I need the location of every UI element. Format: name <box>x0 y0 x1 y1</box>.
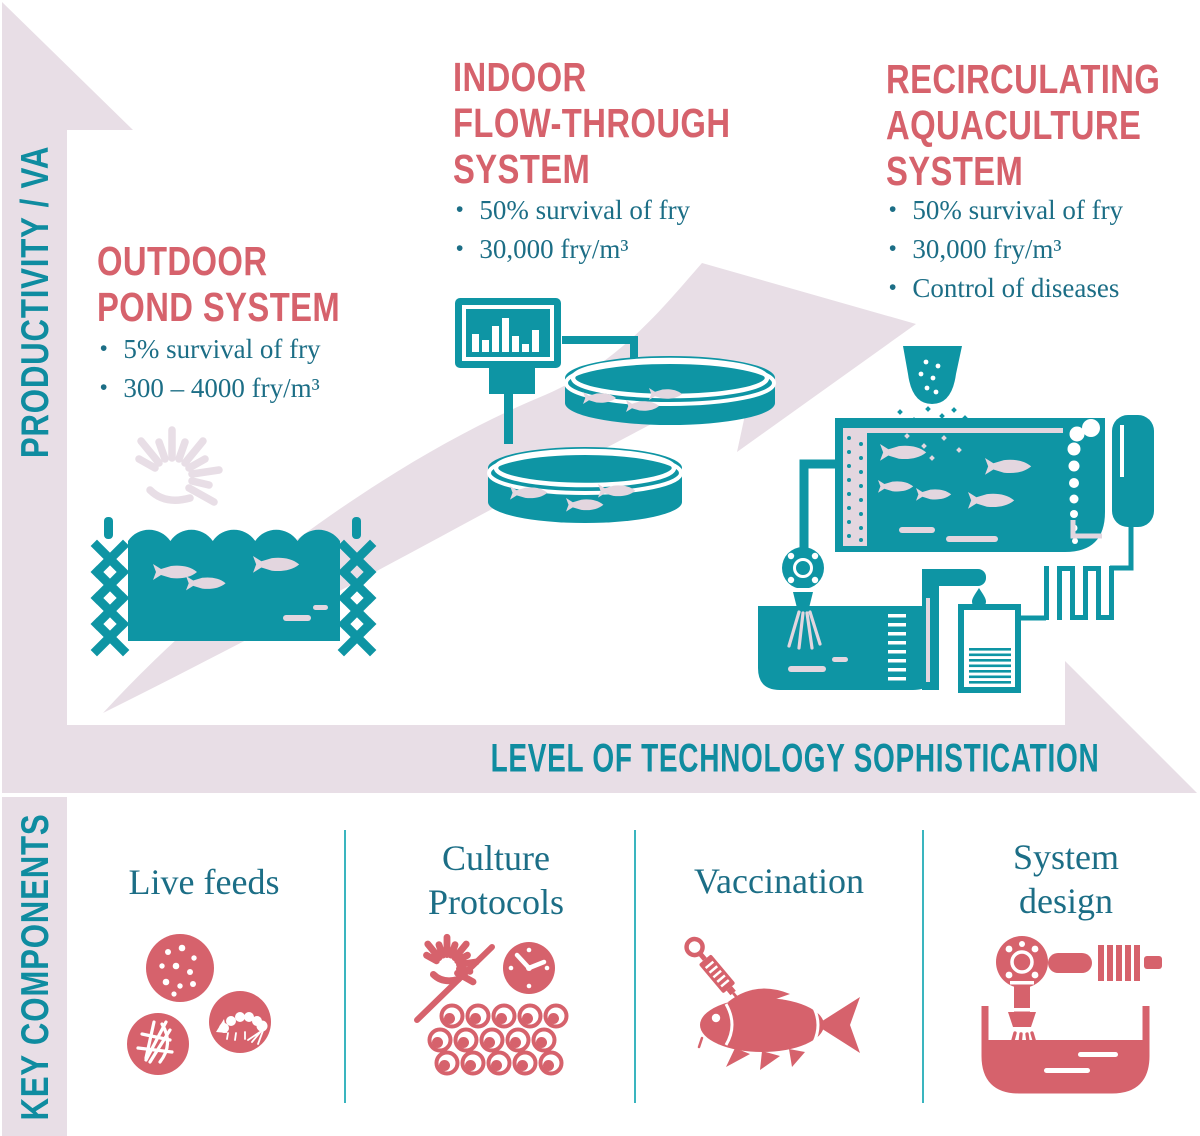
column-divider <box>344 830 346 1103</box>
fence-icon <box>97 517 370 650</box>
round-tank-icon <box>487 447 683 523</box>
bullet-item: 50% survival of fry <box>456 192 690 231</box>
sun-icon <box>139 430 219 502</box>
bullet-text: 30,000 fry/m³ <box>479 234 629 264</box>
tank-icon <box>981 1006 1150 1094</box>
component-label-vaccination: Vaccination <box>694 861 864 901</box>
heat-exchanger-icon <box>1009 566 1114 632</box>
y-axis-label: PRODUCTIVITY / VA <box>14 145 57 459</box>
bullet-item: 50% survival of fry <box>889 192 1123 231</box>
bullet-text: 50% survival of fry <box>479 195 691 225</box>
indoor-flow-through-system-bullets: 50% survival of fry 30,000 fry/m³ <box>456 192 690 270</box>
bullet-text: 50% survival of fry <box>912 195 1124 225</box>
component-label-culture-protocols: Culture Protocols <box>427 838 565 922</box>
component-label-live-feeds: Live feeds <box>128 862 280 902</box>
outdoor-pond-illustration <box>97 430 370 650</box>
filter-icon <box>888 614 906 681</box>
recirculating-aquaculture-system-title: RECIRCULATING AQUACULTURE SYSTEM <box>886 56 1161 194</box>
sun-icon <box>427 937 477 982</box>
recirculating-aquaculture-illustration <box>758 346 1154 693</box>
y-axis-arrow <box>2 2 133 793</box>
column-divider <box>634 830 636 1103</box>
drip-tank-icon <box>958 604 1021 693</box>
valve-icon <box>782 459 836 608</box>
syringe-icon <box>684 936 749 1011</box>
round-tank-icon <box>564 356 776 425</box>
shrimp-icon <box>216 1012 268 1045</box>
sump-tank-icon <box>758 606 935 690</box>
bullet-item: 5% survival of fry <box>100 331 321 370</box>
pipe-icon <box>1048 945 1162 981</box>
bullet-item: Control of diseases <box>889 270 1123 309</box>
key-components-label: KEY COMPONENTS <box>14 813 57 1121</box>
drip-outlet-icon <box>922 569 986 690</box>
bullet-text: Control of diseases <box>912 273 1120 303</box>
bullet-item: 30,000 fry/m³ <box>889 231 1123 270</box>
egg-yolks <box>432 1013 559 1071</box>
component-label-system-design: System design <box>1012 837 1120 921</box>
pond-water <box>128 529 340 641</box>
vaccination-icon <box>684 936 860 1070</box>
bullet-text: 5% survival of fry <box>123 334 321 364</box>
valve-icon <box>996 936 1048 1066</box>
live-feeds-icon <box>127 934 271 1075</box>
indoor-flow-through-system-title: INDOOR FLOW-THROUGH SYSTEM <box>453 54 731 192</box>
monitor-icon <box>455 298 638 444</box>
divider-slash <box>414 944 495 1023</box>
column-divider <box>922 830 924 1103</box>
bullet-item: 300 – 4000 fry/m³ <box>100 370 321 409</box>
fish-icon <box>697 988 860 1070</box>
bullet-text: 30,000 fry/m³ <box>912 234 1062 264</box>
x-axis-arrow <box>2 661 1197 793</box>
outdoor-pond-system-bullets: 5% survival of fry 300 – 4000 fry/m³ <box>100 331 321 409</box>
outdoor-pond-system-title: OUTDOOR POND SYSTEM <box>97 238 341 330</box>
key-components-strip <box>2 797 67 1136</box>
x-axis-label: LEVEL OF TECHNOLOGY SOPHISTICATION <box>490 736 1100 781</box>
fish-tank-icon <box>835 418 1105 552</box>
culture-protocols-icon <box>414 937 569 1076</box>
system-design-icon <box>981 936 1162 1094</box>
bullet-text: 300 – 4000 fry/m³ <box>123 373 320 403</box>
pump-icon <box>1110 415 1154 571</box>
indoor-flow-through-illustration <box>455 298 776 523</box>
recirculating-aquaculture-system-bullets: 50% survival of fry 30,000 fry/m³ Contro… <box>889 192 1123 309</box>
bullet-item: 30,000 fry/m³ <box>456 231 690 270</box>
clock-icon <box>503 942 555 994</box>
